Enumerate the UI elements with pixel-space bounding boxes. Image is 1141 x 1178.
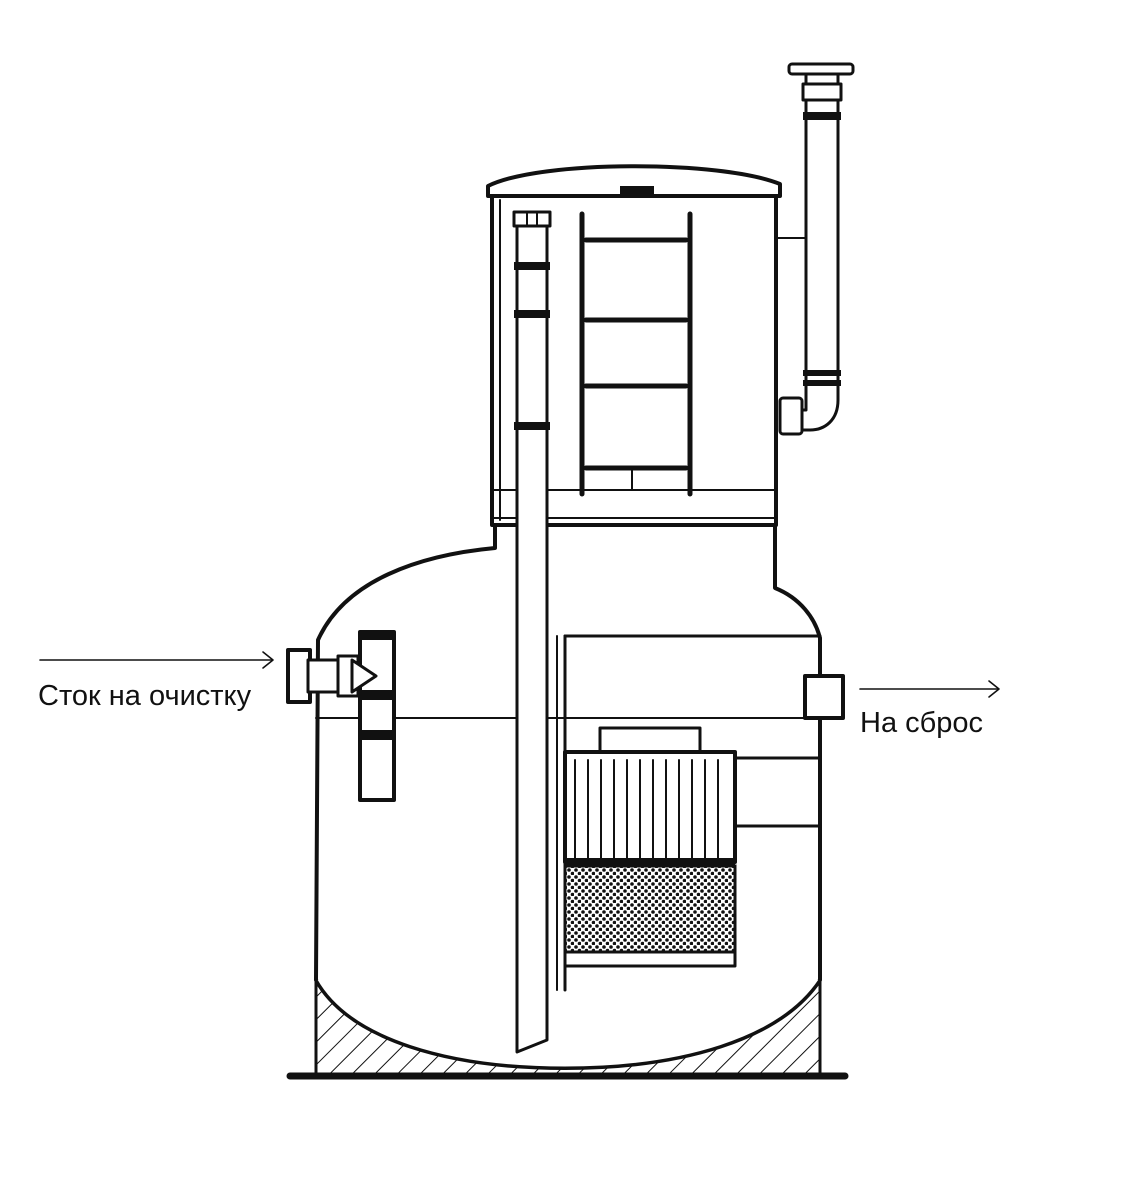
inlet-arrow — [39, 651, 274, 669]
filter-cartridge — [563, 750, 737, 866]
outlet-arrow — [859, 680, 1000, 698]
outlet-pipe — [803, 674, 845, 720]
air-pipe — [512, 210, 552, 1054]
vent-stack — [778, 62, 855, 436]
inlet-label: Сток на очистку — [38, 680, 252, 712]
filter-media — [563, 864, 737, 968]
base-support — [286, 974, 849, 1080]
inlet-assembly — [286, 630, 396, 802]
shaft-lid — [486, 164, 782, 198]
outlet-label: На сброс — [860, 707, 983, 739]
ladder — [579, 211, 693, 497]
